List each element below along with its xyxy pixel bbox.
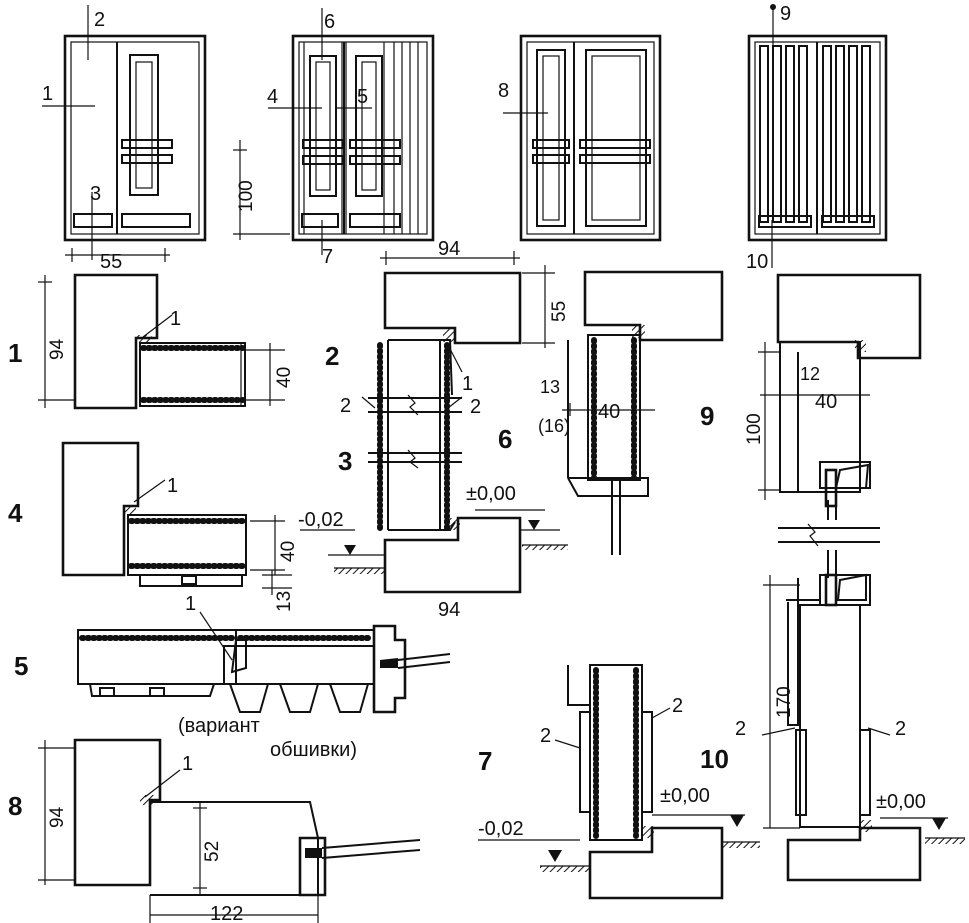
- callout: 5: [357, 86, 368, 108]
- callout: 2: [340, 395, 351, 417]
- callout: 9: [780, 3, 791, 25]
- callout: 2: [470, 396, 481, 418]
- section-number: 9: [700, 401, 714, 431]
- dimension: 122: [210, 903, 243, 923]
- elevation-4: 9 10: [746, 3, 888, 273]
- callout: 1: [185, 593, 196, 615]
- callout: 4: [267, 86, 278, 108]
- section-number: 2: [325, 341, 339, 371]
- callout: 2: [94, 9, 105, 31]
- callout: 10: [746, 251, 768, 273]
- dimension: 94: [47, 338, 68, 360]
- dimension: (16): [538, 416, 570, 436]
- dimension: 55: [100, 251, 122, 273]
- section-number: 4: [8, 498, 23, 528]
- section-5: 1 5 (вариант обшивки): [14, 593, 451, 761]
- section-8: 1 94 52 122 8: [8, 738, 421, 923]
- section-number: 6: [498, 424, 512, 454]
- dimension: 40: [598, 401, 620, 423]
- section-number: 5: [14, 651, 28, 681]
- section-9: ±0,00 2 2 12 40 100 170 9 10: [700, 273, 965, 882]
- section-number: 1: [8, 338, 22, 368]
- dimension: 12: [800, 364, 820, 384]
- section-6: 13 (16) 40 6: [498, 270, 724, 555]
- level-mark: -0,02: [298, 509, 344, 531]
- dimension: 40: [274, 367, 295, 388]
- level-mark: -0,02: [478, 818, 524, 840]
- note: обшивки): [270, 739, 357, 761]
- dimension: 100: [236, 180, 257, 212]
- dimension: 94: [47, 806, 68, 828]
- dimension: 52: [202, 841, 223, 862]
- callout: 7: [322, 246, 333, 268]
- dimension: 100: [744, 413, 765, 445]
- callout: 1: [182, 753, 193, 775]
- level-mark: ±0,00: [466, 483, 516, 505]
- callout: 8: [498, 80, 509, 102]
- callout: 2: [735, 718, 746, 740]
- callout: 1: [42, 83, 53, 105]
- level-mark: ±0,00: [660, 785, 710, 807]
- callout: 1: [167, 475, 178, 497]
- section-number: 7: [478, 746, 492, 776]
- dimension: 94: [438, 599, 460, 621]
- elevation-3: 8: [498, 34, 662, 242]
- dimension: 13: [274, 591, 295, 612]
- dimension: 40: [278, 541, 299, 562]
- dimension: 94: [438, 238, 460, 260]
- dimension: 40: [815, 391, 837, 413]
- callout: 2: [540, 725, 551, 747]
- callout: 6: [324, 11, 335, 33]
- section-4: 1 40 13 4: [8, 441, 299, 612]
- callout: 1: [462, 373, 473, 395]
- dimension: 170: [774, 686, 795, 718]
- section-number: 10: [700, 744, 729, 774]
- section-1: 94 40 1 1: [8, 273, 295, 410]
- callout: 2: [895, 718, 906, 740]
- elevation-1: 1 2 3 55: [42, 5, 207, 273]
- callout: 2: [672, 695, 683, 717]
- section-number: 3: [338, 446, 352, 476]
- level-mark: ±0,00: [876, 791, 926, 813]
- dimension: 55: [549, 301, 570, 322]
- section-7: 2 2 ±0,00 -0,02 7: [478, 664, 760, 900]
- dimension: 13: [540, 377, 560, 397]
- elevation-2: 4 5 6 7 100 94: [233, 8, 520, 268]
- section-2-3: ±0,00 2 2 1 55 2 3 94 -0,02: [298, 265, 570, 621]
- callout: 1: [170, 308, 181, 330]
- section-number: 8: [8, 791, 22, 821]
- callout: 3: [90, 183, 101, 205]
- note: (вариант: [178, 715, 260, 737]
